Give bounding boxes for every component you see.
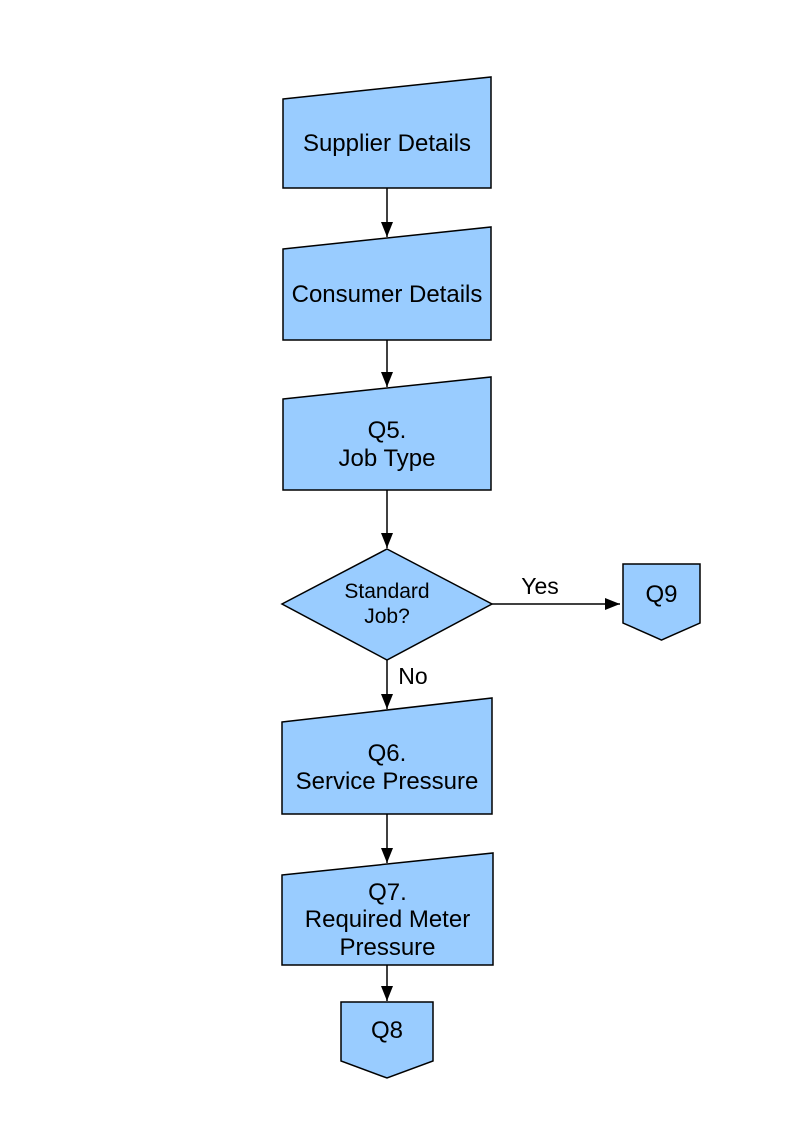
node-shape-q6-service-pressure (281, 697, 493, 815)
node-shape-q8-connector (340, 1001, 434, 1079)
node-shape-supplier-details (282, 76, 492, 189)
node-shape-q5-job-type (282, 376, 492, 491)
node-shape-q9-connector (622, 563, 701, 641)
node-shape-standard-job-decision (280, 548, 494, 661)
node-shape-q7-required-meter-pressure (281, 852, 494, 966)
node-shape-consumer-details (282, 226, 492, 341)
